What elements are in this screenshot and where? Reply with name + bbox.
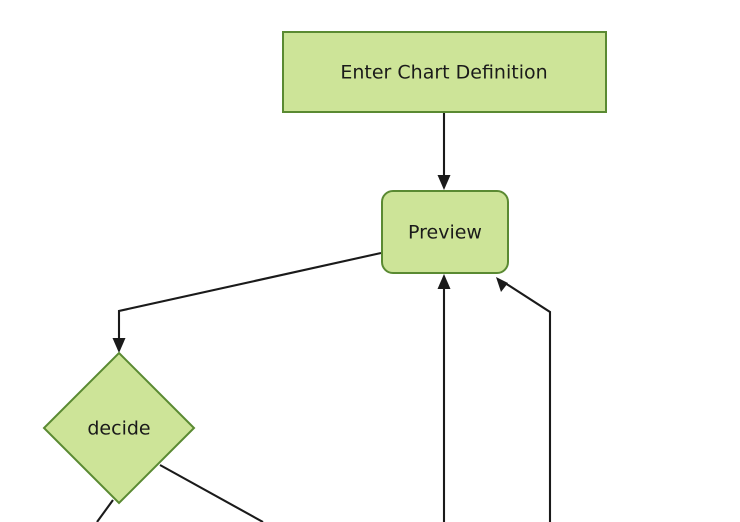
edge-decide-out-right-line — [159, 464, 264, 522]
edge-return-right-to-preview-arrowhead — [496, 277, 508, 292]
node-enter-chart-definition-shape[interactable] — [282, 31, 607, 113]
edge-return-center-to-preview-arrowhead — [437, 274, 451, 289]
edge-return-right-to-preview — [496, 277, 552, 522]
node-preview[interactable]: Preview — [381, 190, 509, 274]
node-decide-shape[interactable] — [42, 351, 196, 505]
edge-preview-to-decide-line — [117, 251, 382, 343]
node-decide-label: decide — [87, 418, 150, 440]
edge-preview-to-decide — [112, 251, 382, 353]
node-preview-shape[interactable] — [381, 190, 509, 274]
edge-return-right-to-preview-line — [504, 282, 552, 522]
edge-preview-to-decide-arrowhead — [112, 338, 126, 353]
edge-enter-to-preview — [437, 113, 451, 190]
edge-decide-out-right — [159, 464, 264, 522]
node-enter-chart-definition[interactable]: Enter Chart Definition — [282, 31, 607, 113]
edge-decide-out-left — [96, 499, 114, 522]
node-decide[interactable]: decide — [42, 351, 196, 505]
edge-decide-out-left-line — [96, 499, 114, 522]
node-preview-label: Preview — [408, 222, 482, 244]
edge-enter-to-preview-arrowhead — [437, 175, 451, 190]
edge-return-center-to-preview — [437, 274, 451, 522]
node-enter-chart-definition-label: Enter Chart Definition — [340, 62, 547, 84]
